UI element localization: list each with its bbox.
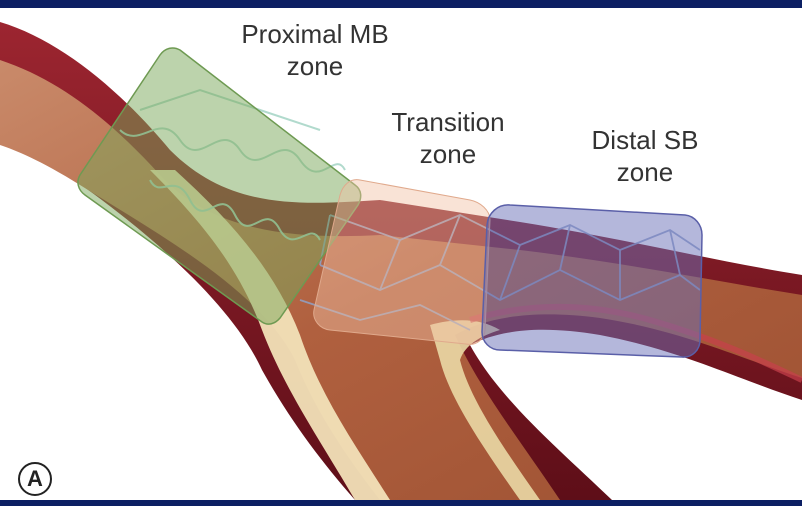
transition-zone-box xyxy=(314,180,490,345)
panel-letter-badge: A xyxy=(18,462,52,496)
bottom-frame-bar xyxy=(0,500,802,506)
transition-zone-label: Transition zone xyxy=(368,106,528,170)
transition-zone-label-line2: zone xyxy=(368,138,528,170)
distal-zone-label-line2: zone xyxy=(560,156,730,188)
distal-zone-box xyxy=(482,205,702,357)
proximal-zone-label: Proximal MB zone xyxy=(210,18,420,82)
proximal-zone-label-line2: zone xyxy=(210,50,420,82)
proximal-zone-label-line1: Proximal MB xyxy=(210,18,420,50)
distal-zone-label-line1: Distal SB xyxy=(560,124,730,156)
transition-zone-label-line1: Transition xyxy=(368,106,528,138)
distal-zone-label: Distal SB zone xyxy=(560,124,730,188)
